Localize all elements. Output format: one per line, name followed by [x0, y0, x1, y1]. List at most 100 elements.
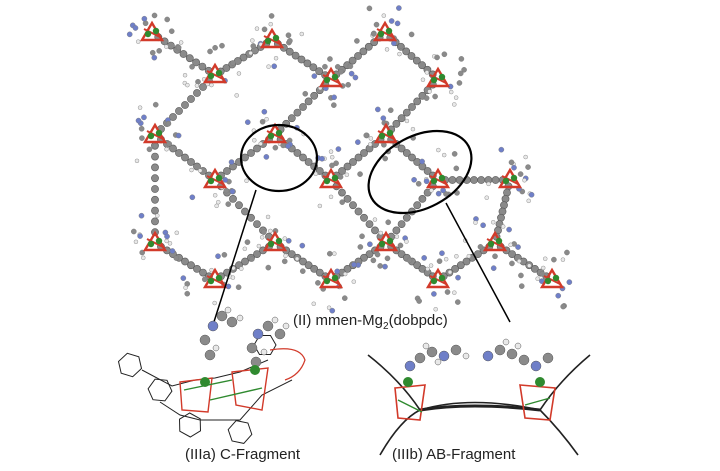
linker-atom	[360, 149, 368, 157]
linker-atom	[423, 167, 432, 175]
amine-atom	[424, 70, 430, 75]
metal-oxide-bond	[146, 238, 164, 248]
amine-atom	[404, 239, 409, 244]
amine-atom	[384, 47, 390, 52]
magnesium-atom	[147, 132, 155, 140]
callout-ellipse-right	[367, 129, 473, 215]
amine-atom	[354, 38, 360, 44]
linker-atom	[310, 91, 319, 100]
linker-atom	[235, 201, 243, 210]
magnesium-atom	[430, 76, 438, 84]
amine-atom	[183, 285, 188, 290]
amine-atom	[175, 132, 182, 139]
amine-atom	[235, 284, 242, 291]
magnesium-atom	[215, 69, 223, 77]
amine-atom	[462, 352, 470, 360]
callout-annotations	[211, 123, 511, 329]
amine-atom	[434, 54, 440, 61]
linker-atom	[193, 162, 201, 171]
linker-atom	[181, 101, 189, 109]
linker-atom	[241, 153, 249, 162]
magnesium-atom	[378, 132, 386, 140]
linker-atom	[360, 253, 368, 262]
amine-atom	[431, 291, 437, 297]
linker-atom	[349, 201, 357, 210]
amine-atom	[482, 350, 494, 362]
linker-atom	[187, 158, 195, 166]
amine-atom	[239, 266, 244, 271]
amine-atom	[543, 256, 548, 261]
magnesium-atom	[323, 76, 331, 84]
amine-atom	[326, 250, 333, 257]
amine-atom	[506, 348, 518, 360]
amine-atom	[262, 320, 274, 332]
amine-atom	[126, 31, 133, 38]
amine-atom	[508, 242, 513, 247]
magnesium-atom	[544, 277, 552, 285]
amine-atom	[423, 95, 430, 101]
amine-atom	[382, 155, 388, 162]
metal-oxide-bond	[429, 175, 447, 185]
amine-atom	[492, 253, 498, 260]
amine-atom	[414, 352, 426, 364]
amine-atom	[285, 237, 292, 244]
amine-atom	[236, 314, 244, 322]
amine-atom	[457, 70, 464, 77]
amine-atom	[398, 43, 404, 49]
amine-atom	[473, 220, 478, 225]
amine-atom	[212, 44, 218, 51]
amine-atom	[375, 106, 381, 113]
amine-atom	[397, 51, 402, 57]
amine-atom	[271, 63, 277, 70]
amine-atom	[236, 71, 242, 76]
linker-atom	[175, 149, 183, 157]
magnesium-atom	[331, 73, 339, 81]
amine-atom	[517, 171, 524, 177]
amine-atom	[530, 360, 542, 372]
amine-atom	[348, 70, 355, 77]
amine-atom	[420, 196, 426, 203]
amine-atom	[234, 93, 239, 98]
amine-atom	[256, 243, 262, 249]
amine-atom	[315, 280, 321, 286]
amine-atom	[366, 5, 373, 12]
amine-atom	[311, 73, 318, 79]
framework-lattice	[126, 5, 573, 314]
ab-fragment-model	[367, 338, 591, 456]
amine-atom	[498, 146, 505, 153]
magnesium-atom	[207, 72, 215, 80]
amine-atom	[216, 200, 221, 205]
amine-atom	[449, 89, 454, 95]
amine-atom	[345, 81, 351, 88]
amine-atom	[139, 135, 145, 141]
linker-atom	[315, 268, 324, 277]
amine-atom	[327, 56, 333, 62]
amine-atom	[351, 279, 356, 284]
amine-atom	[560, 303, 566, 310]
amine-atom	[274, 328, 286, 340]
amine-atom	[370, 31, 377, 37]
amine-atom	[287, 37, 293, 44]
magnesium-atom	[267, 132, 275, 140]
amine-atom	[166, 141, 173, 147]
amine-atom	[152, 143, 159, 149]
amine-atom	[164, 16, 170, 23]
amine-atom	[367, 241, 373, 248]
amine-atom	[280, 142, 286, 149]
amine-atom	[299, 268, 306, 274]
magnesium-atom	[502, 177, 510, 185]
amine-atom	[209, 267, 214, 273]
metal-oxide-bond	[429, 74, 447, 84]
amine-atom	[331, 94, 337, 101]
linker-atom	[497, 213, 505, 222]
linker-atom	[343, 162, 352, 171]
amine-atom	[441, 152, 447, 158]
amine-atom	[322, 63, 328, 70]
amine-atom	[282, 236, 287, 241]
amine-atom	[541, 265, 546, 271]
amine-atom	[259, 235, 265, 240]
amine-atom	[404, 118, 410, 124]
amine-atom	[137, 105, 143, 110]
amine-atom	[484, 195, 489, 200]
linker-atom	[185, 54, 194, 63]
